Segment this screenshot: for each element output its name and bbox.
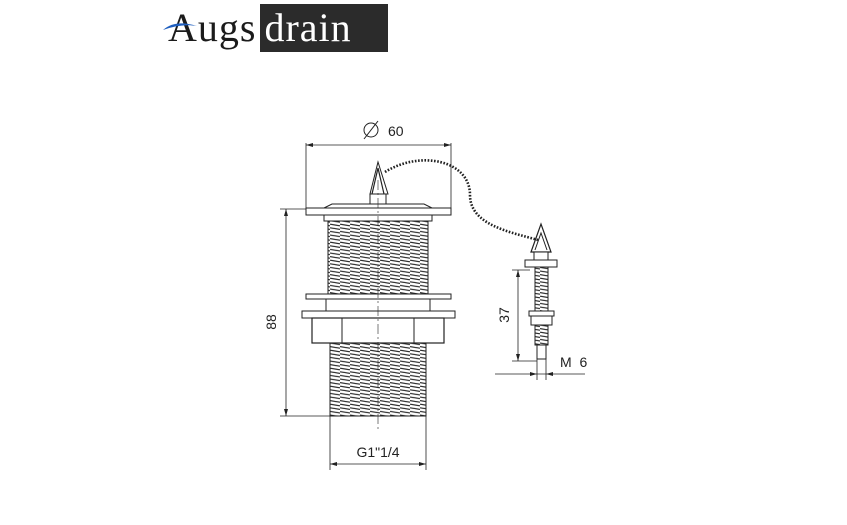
height-label: 88 xyxy=(263,314,279,330)
rod-length-dimension: 37 xyxy=(496,269,537,362)
logo-text-light: Augs xyxy=(160,4,260,52)
diameter-label: 60 xyxy=(388,123,404,139)
logo-text-dark: drain xyxy=(260,4,389,52)
diameter-symbol-icon xyxy=(363,120,379,140)
brand-logo: Augs drain xyxy=(160,4,389,52)
logo-part1: Augs xyxy=(168,5,257,50)
rod-length-label: 37 xyxy=(496,307,512,323)
waste-body xyxy=(301,160,456,430)
height-dimension: 88 xyxy=(263,208,330,417)
thread-label: G1"1/4 xyxy=(356,444,399,460)
logo-part2: drain xyxy=(264,5,352,50)
logo-swoosh-icon xyxy=(163,23,197,30)
rod-thread-label: M 6 xyxy=(560,354,589,370)
chain xyxy=(384,159,539,242)
thread-dimension: G1"1/4 xyxy=(329,416,427,470)
rod-thread-dimension: M 6 xyxy=(495,354,589,380)
chain-stay xyxy=(524,222,558,360)
diameter-dimension: 60 xyxy=(305,120,452,210)
